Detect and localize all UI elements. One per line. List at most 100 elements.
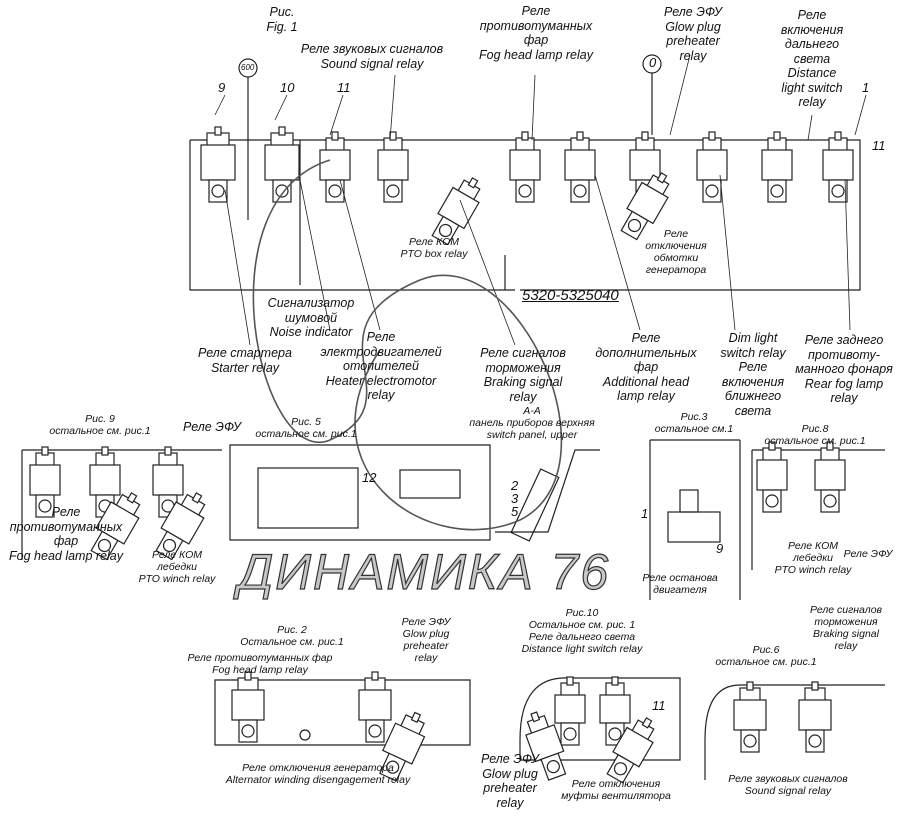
relay: [822, 131, 854, 203]
item-5: 5: [511, 504, 519, 519]
relay-part: [798, 699, 832, 731]
relay-part: [808, 734, 822, 748]
callout-0: 0: [649, 55, 657, 70]
label-line: switch panel, upper: [486, 429, 578, 441]
label-line: Реле стартера: [198, 346, 292, 360]
relay-part: [546, 760, 560, 774]
label-line: Реле дальнего света: [528, 631, 636, 643]
relay: [509, 131, 541, 203]
item-3: 3: [511, 491, 519, 506]
item-12: 12: [362, 470, 377, 485]
relay-part: [438, 223, 453, 238]
relay-part: [518, 184, 532, 198]
relay-part: [377, 149, 409, 181]
label-line: switch relay: [720, 345, 786, 360]
label-line: Рис.: [269, 5, 295, 19]
relay-part: [191, 492, 203, 504]
fig5-panel: [229, 444, 491, 541]
label-line: Glow plug: [402, 628, 450, 640]
item-11: 11: [337, 80, 351, 95]
label-line: Реле сигналов: [480, 346, 566, 360]
label-line: Реле: [51, 505, 81, 519]
relay-part: [573, 184, 587, 198]
label-line: Noise indicator: [269, 325, 353, 339]
label-line: Additional head: [602, 374, 690, 389]
relay-part: [386, 760, 400, 774]
label-line: двигателя: [653, 584, 707, 596]
fig5-window: [399, 469, 461, 499]
label-line: Distance light switch relay: [521, 643, 643, 655]
label-line: lamp relay: [617, 389, 675, 403]
relay-part: [97, 538, 112, 553]
label-line: preheater: [483, 781, 537, 795]
relay-part: [530, 711, 541, 723]
gen-winding-relay: [620, 172, 670, 241]
relay-part: [656, 172, 668, 184]
label-line: PTO box relay: [400, 248, 468, 260]
label-line: Braking signal: [813, 628, 879, 640]
label-line: Реле КОМ: [408, 236, 460, 248]
leader-line: [844, 179, 851, 331]
relay-part: [831, 184, 845, 198]
label-line: Реле заднего: [804, 333, 884, 347]
relay-part: [826, 441, 834, 451]
label-line: light switch: [781, 80, 843, 95]
fig6-panel: [704, 684, 885, 780]
relay-part: [89, 464, 121, 496]
label-line: relay: [509, 389, 537, 404]
label-line: противоту-: [808, 347, 880, 362]
relay-part: [733, 699, 767, 731]
fog-relay: [231, 671, 265, 743]
relay-part: [756, 459, 788, 491]
label-line: Glow plug: [482, 766, 538, 781]
label-line: Fog head lamp relay: [212, 664, 308, 676]
item-1: 1: [862, 80, 870, 95]
leader-line: [339, 179, 381, 331]
relay-part: [467, 177, 479, 189]
relay-part: [746, 681, 754, 691]
relay: [29, 446, 61, 518]
label-line: Dim light: [728, 331, 778, 345]
relay-part: [554, 694, 586, 724]
leader-line: [299, 179, 331, 331]
relay: [761, 131, 793, 203]
leader-line: [329, 94, 344, 136]
sound-relay: [733, 681, 767, 753]
label-line: остальное см.1: [654, 423, 734, 435]
item-11c: 11: [652, 698, 666, 713]
label-line: лебедки: [793, 552, 833, 564]
relay-part: [231, 689, 265, 721]
leader-line: [719, 174, 736, 331]
relay-part: [278, 126, 286, 136]
part-number: 5320-5325040: [522, 287, 619, 304]
label-line: Реле ЭФУ: [183, 420, 241, 434]
leader-line: [389, 74, 396, 141]
label-line: фар: [523, 33, 549, 47]
relay-part: [162, 538, 177, 553]
label-line: Реле: [366, 330, 396, 344]
label-line: противотуманных: [9, 519, 123, 534]
leader-line: [854, 94, 867, 136]
relay-part: [696, 149, 728, 181]
relay-part: [410, 711, 422, 724]
relay-10: [264, 126, 300, 203]
relay: [564, 131, 596, 203]
label-line: А-А: [523, 405, 541, 417]
label-line: preheater: [666, 34, 720, 48]
relay: [319, 131, 351, 203]
leader-line: [594, 174, 641, 331]
relay: [696, 131, 728, 203]
relay-part: [627, 218, 642, 233]
